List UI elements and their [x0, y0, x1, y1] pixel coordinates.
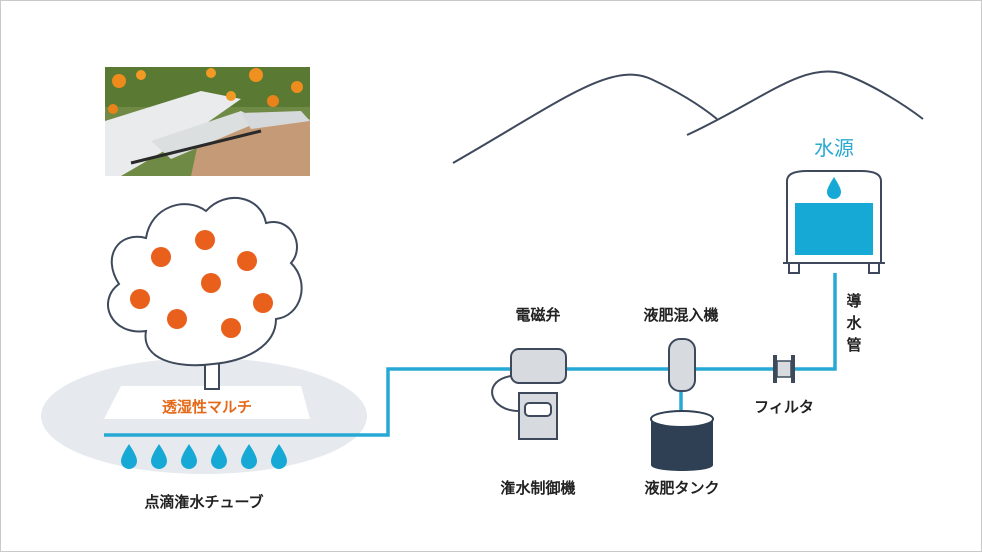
mountains	[452, 70, 924, 164]
label-solenoid-valve: 電磁弁	[515, 306, 560, 324]
label-conduit-1: 導	[846, 292, 861, 310]
label-irrigation-controller: 潅水制御機	[500, 479, 575, 497]
controller-cable	[491, 375, 520, 412]
label-drip-tube: 点滴潅水チューブ	[144, 493, 263, 511]
fertilizer-mixer	[668, 338, 696, 392]
water-drop-icon	[827, 177, 841, 199]
label-fertilizer-mixer: 液肥混入機	[643, 306, 718, 324]
label-water-source: 水源	[814, 136, 854, 160]
mulch-sheet	[104, 386, 310, 419]
fruit-tree	[107, 196, 303, 390]
water-source-tank	[783, 170, 885, 274]
drip-drops	[121, 444, 287, 469]
label-fertilizer-tank: 液肥タンク	[644, 479, 719, 497]
fertilizer-tank	[650, 410, 714, 471]
label-filter: フィルタ	[754, 398, 814, 416]
label-conduit-2: 水	[846, 314, 862, 332]
irrigation-controller	[518, 392, 558, 440]
filter	[773, 355, 795, 383]
label-mulch: 透湿性マルチ	[162, 398, 252, 416]
label-conduit-3: 管	[846, 336, 861, 354]
solenoid-valve	[510, 348, 567, 384]
water-pipe	[104, 273, 837, 437]
orchard-photo	[105, 67, 310, 176]
